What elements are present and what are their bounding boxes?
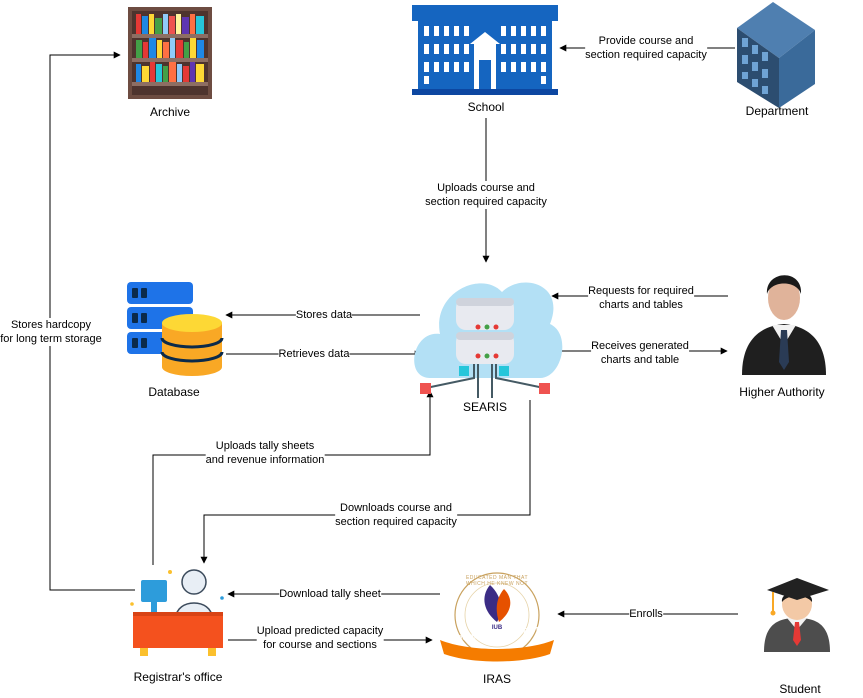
higher-authority-label: Higher Authority: [739, 385, 825, 399]
registrar-label: Registrar's office: [133, 670, 223, 684]
edge-label-uploads-tally: Uploads tally sheets and revenue informa…: [205, 439, 325, 467]
edge-label-stores-hardcopy: Stores hardcopy for long term storage: [0, 318, 102, 346]
edge-label-download-tally: Download tally sheet: [279, 587, 381, 601]
edge-label-school-searis: Uploads course and section required capa…: [425, 181, 547, 209]
office-desk-icon: [130, 569, 224, 656]
bookshelf-icon: [128, 7, 212, 99]
university-logo-icon: [440, 572, 554, 662]
database-server-icon: [127, 282, 224, 376]
edge-label-receives-charts: Receives generated charts and table: [591, 339, 689, 367]
department-label: Department: [745, 104, 809, 118]
edge-uploads-tally: [152, 390, 434, 565]
logo-ring-text: EDUCATED MAN THAT WHICH HE KNEW NOT: [465, 575, 529, 587]
database-label: Database: [148, 385, 200, 399]
edge-label-dept-school: Provide course and section required capa…: [585, 34, 707, 62]
searis-label: SEARIS: [462, 400, 508, 414]
iras-label: IRAS: [482, 672, 512, 686]
department-building-icon: [737, 2, 815, 108]
cloud-server-icon: [414, 282, 563, 398]
graduate-student-icon: [764, 578, 830, 652]
edge-label-downloads-capacity: Downloads course and section required ca…: [335, 501, 457, 529]
school-label: School: [467, 100, 505, 114]
school-building-icon: [412, 5, 558, 95]
edge-label-requests-charts: Requests for required charts and tables: [588, 284, 694, 312]
edge-label-retrieves-data: Retrieves data: [278, 347, 350, 361]
student-label: Student: [779, 682, 821, 696]
edge-downloads-capacity: [200, 400, 531, 564]
archive-label: Archive: [149, 105, 191, 119]
edge-label-enrolls: Enrolls: [629, 607, 663, 621]
edge-label-stores-data: Stores data: [295, 308, 353, 322]
logo-mark-text: IUB: [491, 625, 503, 631]
edge-label-upload-predicted: Upload predicted capacity for course and…: [256, 624, 384, 652]
businessman-icon: [742, 275, 826, 375]
